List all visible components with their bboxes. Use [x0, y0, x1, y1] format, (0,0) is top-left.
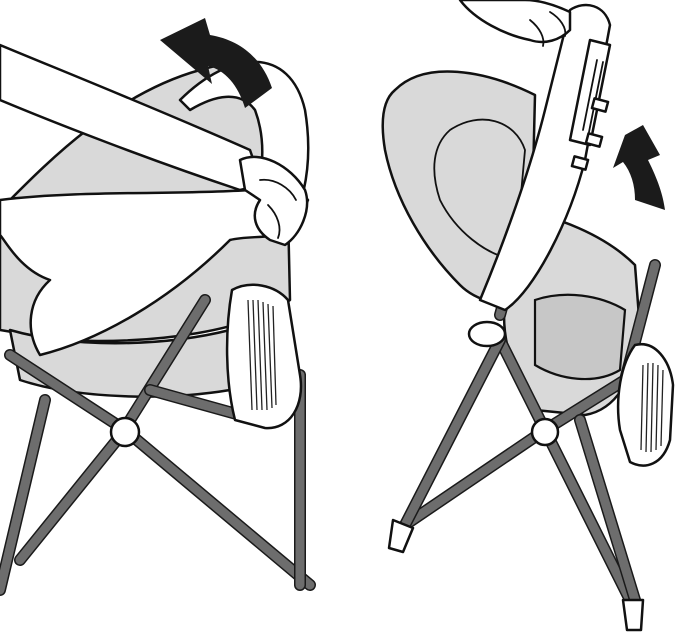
left-illustration	[0, 0, 330, 600]
right-illustration	[365, 0, 679, 634]
tray-clip-1	[592, 98, 608, 111]
hinge-knob-upper	[469, 322, 505, 346]
panel-right-step	[365, 0, 679, 634]
hinge-knob	[532, 419, 558, 445]
tray-clip-2	[586, 133, 602, 146]
hand	[460, 0, 570, 42]
hinge-knob	[111, 418, 139, 446]
curved-up-arrow	[613, 125, 665, 210]
foot-cap-right	[623, 600, 643, 630]
tray-clip-3	[572, 156, 588, 169]
footrest	[227, 285, 301, 428]
panel-left-step	[0, 0, 330, 600]
